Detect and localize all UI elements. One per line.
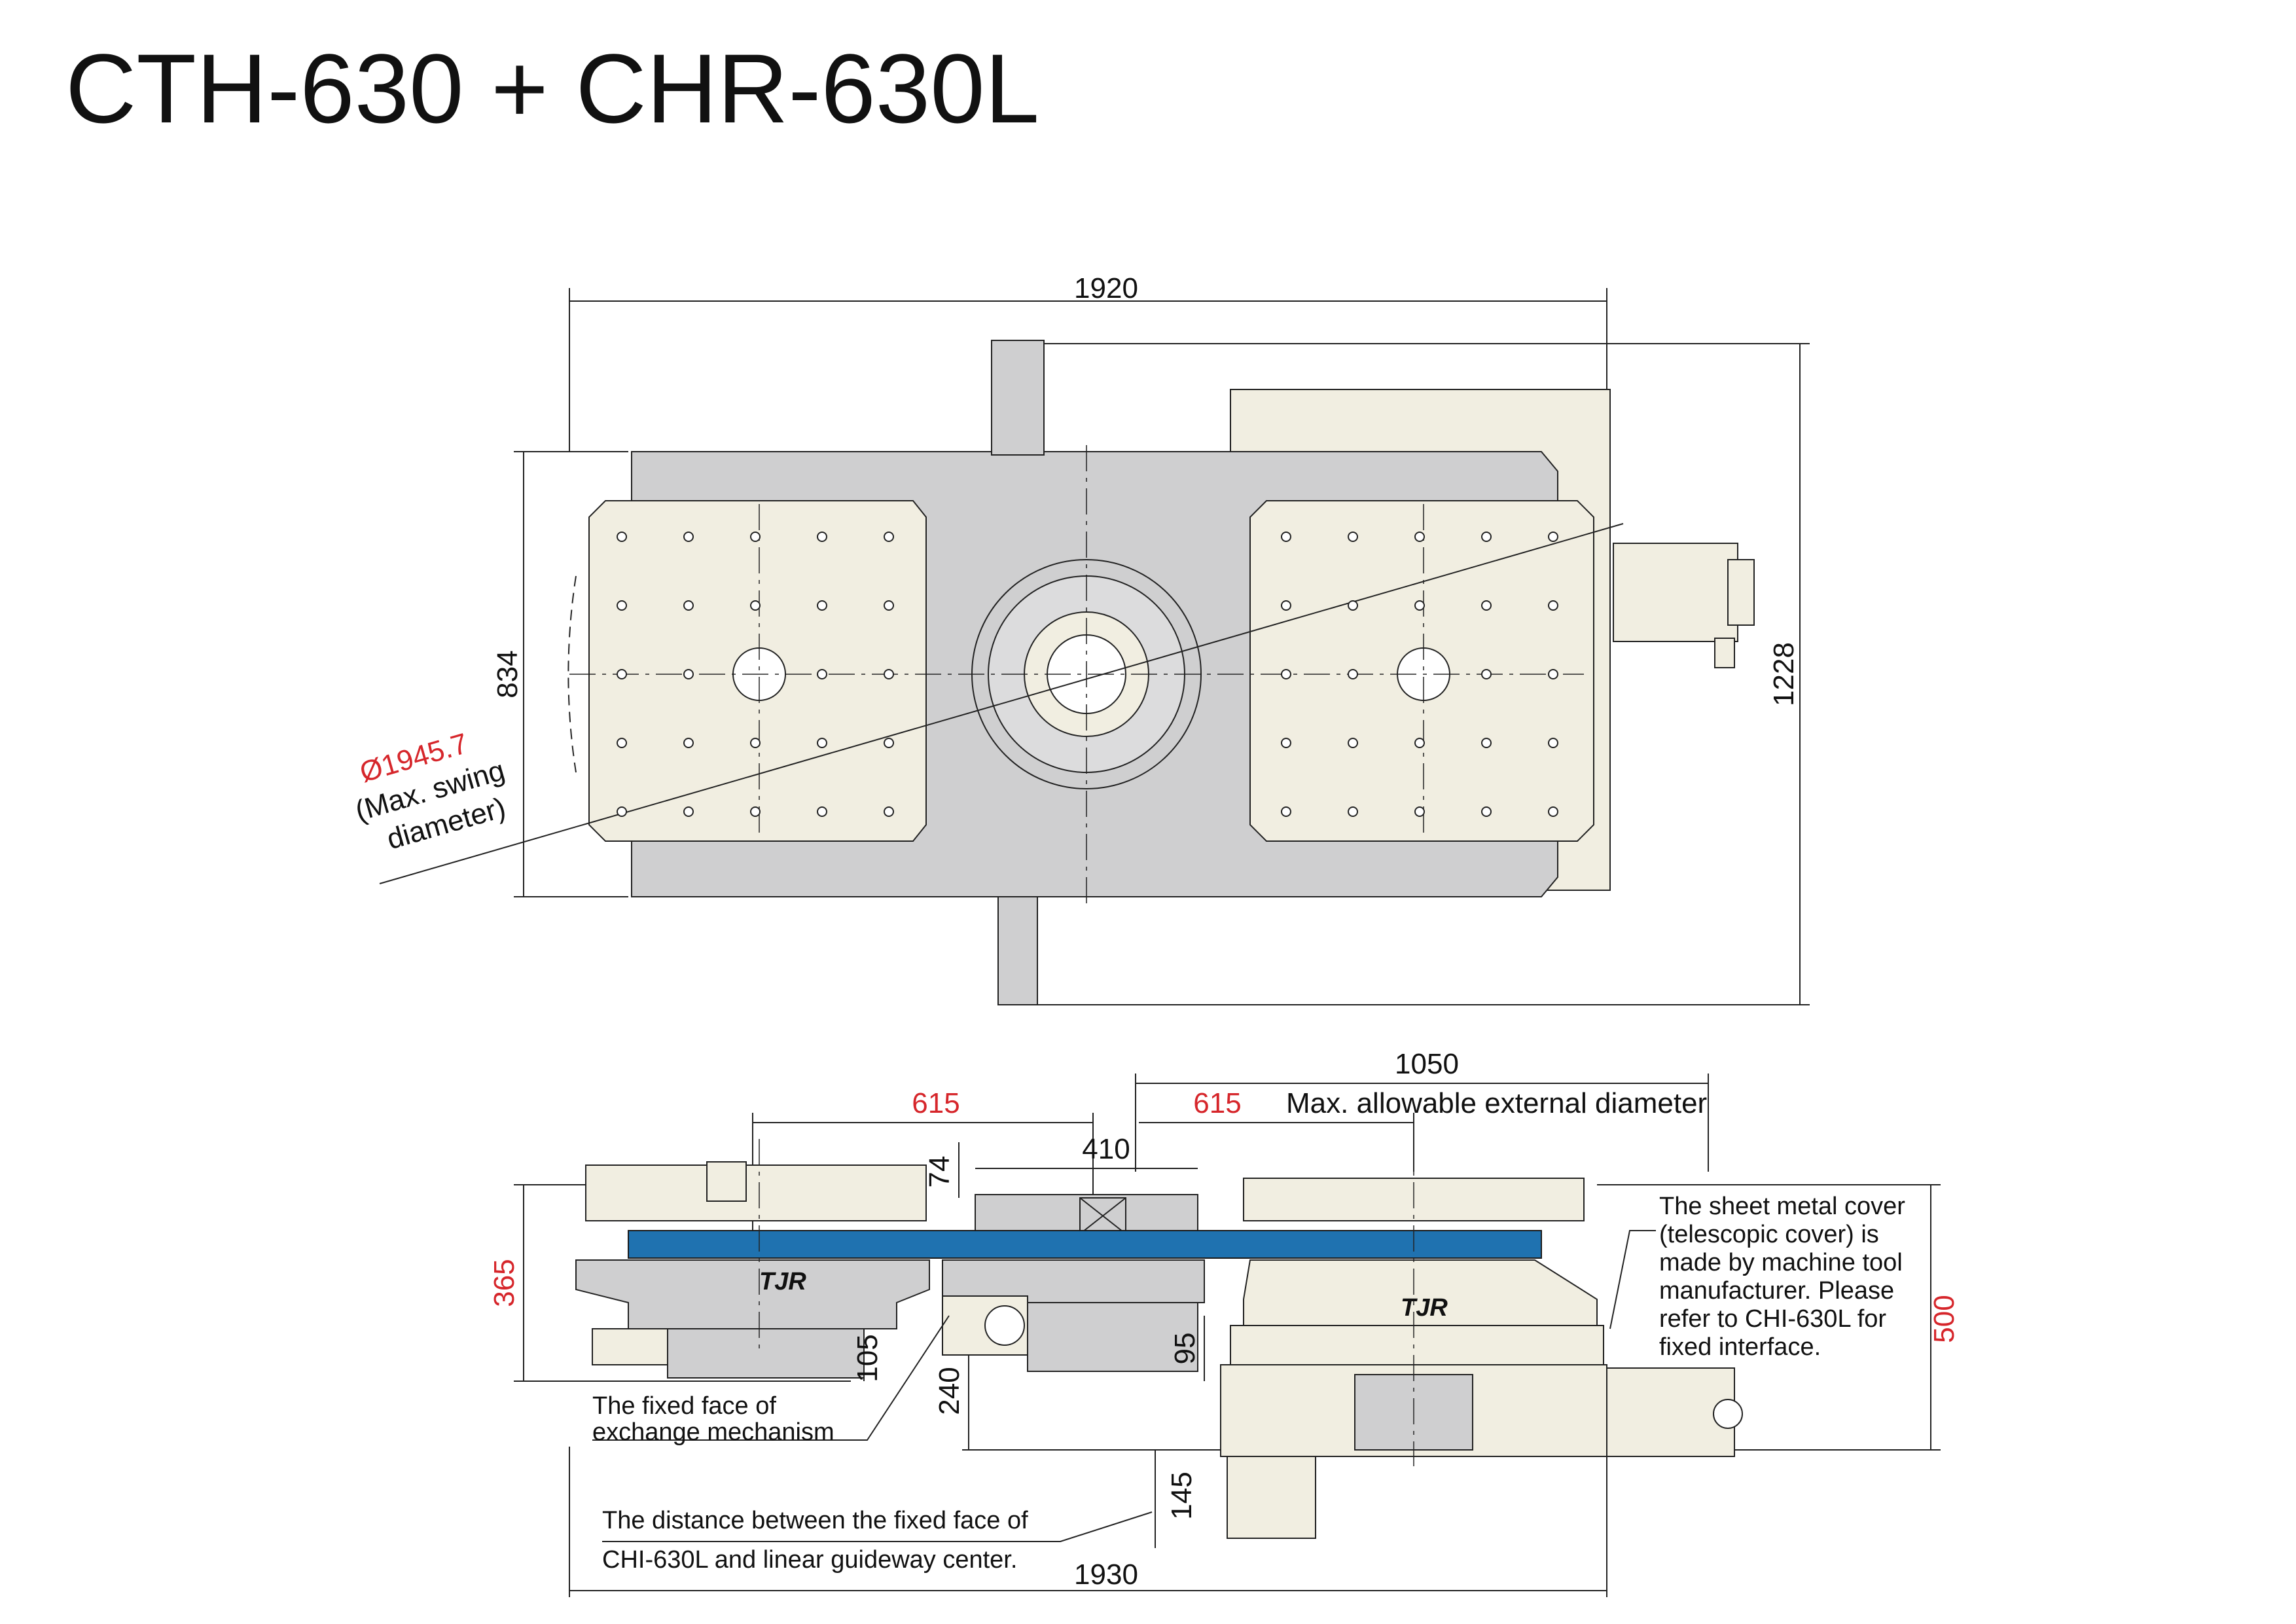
pallet-hole	[817, 532, 827, 542]
note-cover-line3: made by machine tool	[1659, 1249, 1903, 1276]
note-distance-line2: CHI-630L and linear guideway center.	[602, 1546, 1017, 1574]
pallet-hole	[1281, 806, 1291, 817]
dim-615-left: 615	[912, 1087, 960, 1119]
pallet-hole	[683, 806, 694, 817]
pallet-hole	[884, 806, 894, 817]
note-cover-line2: (telescopic cover) is	[1659, 1221, 1879, 1248]
pallet-hole	[1481, 532, 1492, 542]
note-cover-line4: manufacturer. Please	[1659, 1277, 1894, 1305]
pallet-hole	[1481, 600, 1492, 611]
dim-834: 834	[492, 650, 524, 698]
dim-500: 500	[1928, 1295, 1960, 1343]
pallet-hole	[817, 600, 827, 611]
side-left-lower-body	[575, 1259, 930, 1329]
pallet-hole	[1281, 600, 1291, 611]
telescopic-cover	[628, 1230, 1542, 1259]
pallet-hole	[1548, 738, 1558, 748]
note-cover-line1: The sheet metal cover	[1659, 1193, 1905, 1220]
pallet-hole	[683, 738, 694, 748]
servo-motor	[1613, 543, 1738, 642]
dim-74: 74	[924, 1156, 956, 1188]
pallet-hole	[1548, 806, 1558, 817]
note-fixed-face-line1: The fixed face of	[592, 1392, 776, 1420]
pallet-hole	[617, 738, 627, 748]
pallet-hole	[1414, 600, 1425, 611]
pallet-hole	[750, 738, 761, 748]
pallet-hole-pattern	[617, 532, 1558, 817]
pallet-hole	[1481, 669, 1492, 679]
note-cover-line6: fixed interface.	[1659, 1333, 1821, 1361]
dim-1920: 1920	[1074, 272, 1138, 304]
side-left-pallet	[585, 1164, 927, 1221]
pallet-hole	[1348, 600, 1358, 611]
page-title: CTH-630 + CHR-630L	[65, 33, 1040, 143]
brand-logo-right: TJR	[1401, 1294, 1448, 1322]
pallet-hole	[683, 600, 694, 611]
max-external-diameter-label: Max. allowable external diameter	[1286, 1087, 1707, 1119]
pallet-hole	[1481, 738, 1492, 748]
pallet-hole	[750, 806, 761, 817]
dim-105: 105	[852, 1334, 884, 1382]
dim-145: 145	[1166, 1471, 1198, 1519]
pallet-hole	[750, 600, 761, 611]
side-view	[514, 1074, 1941, 1597]
dim-410: 410	[1082, 1133, 1130, 1165]
pallet-hole	[1548, 669, 1558, 679]
pallet-hole	[617, 669, 627, 679]
pallet-hole	[1281, 738, 1291, 748]
lower-cylinder	[997, 896, 1038, 1005]
dim-1050: 1050	[1395, 1048, 1459, 1080]
dim-1930: 1930	[1074, 1559, 1138, 1591]
dim-95: 95	[1169, 1333, 1201, 1365]
dim-365: 365	[488, 1259, 520, 1307]
pallet-hole	[817, 806, 827, 817]
note-cover-line5: refer to CHI-630L for	[1659, 1305, 1886, 1333]
pallet-hole	[1548, 532, 1558, 542]
pallet-hole	[1414, 806, 1425, 817]
pallet-hole	[884, 600, 894, 611]
pallet-hole	[617, 806, 627, 817]
pallet-hole	[683, 669, 694, 679]
swing-diameter-line	[379, 523, 1624, 884]
pallet-hole	[1348, 532, 1358, 542]
side-left-actuator	[592, 1328, 668, 1365]
brand-logo-left: TJR	[759, 1268, 806, 1295]
pallet-hole	[1414, 532, 1425, 542]
pallet-hole	[617, 532, 627, 542]
note-fixed-face-line2: exchange mechanism	[592, 1418, 834, 1446]
pallet-hole	[884, 532, 894, 542]
pallet-hole	[817, 738, 827, 748]
pallet-hole	[1348, 806, 1358, 817]
pallet-hole	[1348, 669, 1358, 679]
pallet-hole	[1481, 806, 1492, 817]
pallet-hole	[750, 532, 761, 542]
pallet-hole	[1348, 738, 1358, 748]
note-distance-line1: The distance between the fixed face of	[602, 1507, 1028, 1534]
pallet-hole	[1281, 669, 1291, 679]
pallet-hole	[817, 669, 827, 679]
pallet-hole	[884, 669, 894, 679]
pallet-hole	[1548, 600, 1558, 611]
dim-240: 240	[933, 1367, 965, 1415]
dim-615-right: 615	[1193, 1087, 1241, 1119]
upper-cylinder	[991, 340, 1045, 456]
pallet-hole	[1414, 738, 1425, 748]
top-view	[379, 288, 1810, 1005]
dim-1228: 1228	[1768, 642, 1800, 706]
pallet-hole	[884, 738, 894, 748]
pallet-hole	[1281, 532, 1291, 542]
pallet-hole	[617, 600, 627, 611]
pallet-hole	[683, 532, 694, 542]
